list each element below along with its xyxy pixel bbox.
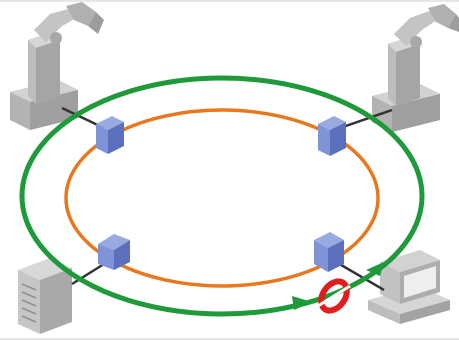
- switch-top-left: [96, 116, 124, 154]
- switch-bottom-left: [98, 234, 130, 270]
- inner-ring: [64, 108, 380, 288]
- switch-bottom-right: [314, 232, 344, 272]
- robot-arm-top-right-icon: [372, 4, 459, 132]
- arrow-to-workstation-icon: [366, 262, 384, 276]
- robot-arm-top-left-icon: [10, 2, 104, 130]
- cable-bottom-right: [335, 260, 385, 292]
- cable-top-right: [339, 108, 393, 130]
- switch-top-right: [318, 116, 346, 156]
- device-cables: [61, 106, 393, 292]
- broken-link-icon: [317, 278, 351, 314]
- cable-bottom-left: [71, 262, 105, 286]
- workstation-computer-icon: [368, 250, 450, 324]
- arrow-bottom-ring-icon: [292, 296, 312, 310]
- outer-ring: [19, 75, 425, 317]
